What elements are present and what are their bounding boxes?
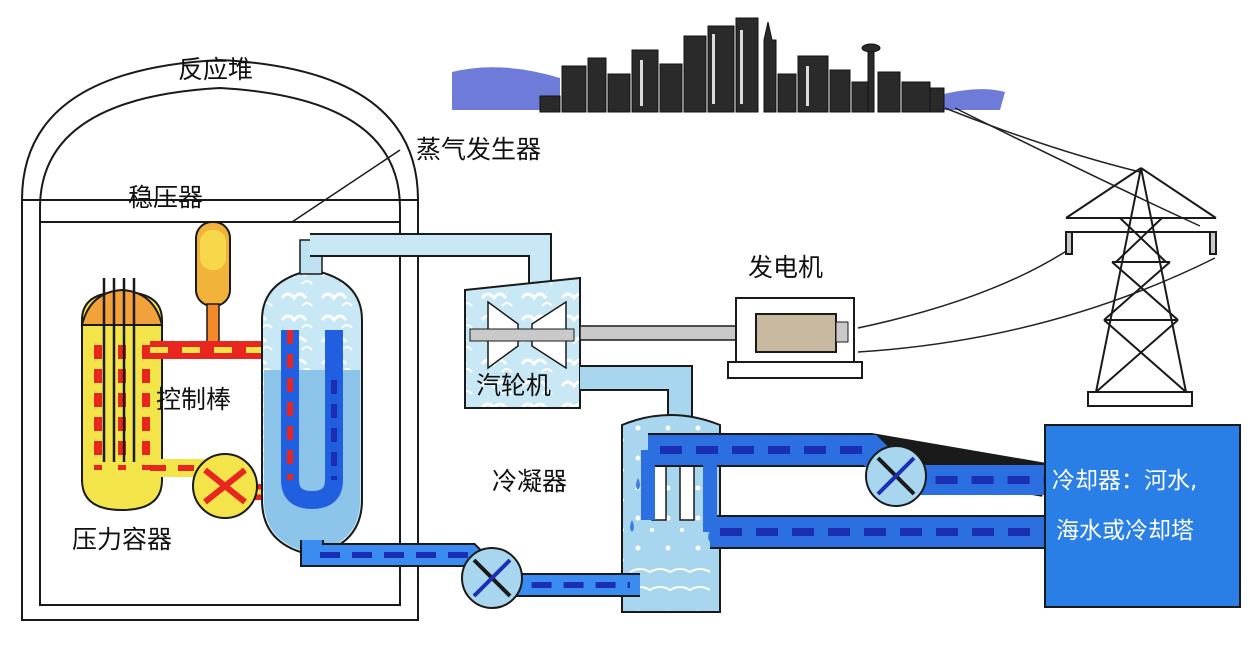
label-turbine: 汽轮机 [476, 371, 551, 400]
transmission-tower [1065, 167, 1217, 407]
turbine [464, 276, 581, 409]
exhaust-line [580, 365, 693, 420]
turbine-shaft [579, 325, 741, 341]
steam-generator [261, 239, 363, 557]
cooler-box [1044, 424, 1241, 608]
label-condenser: 冷凝器 [492, 467, 567, 496]
label-cooler-line1: 冷却器：河水, [1052, 468, 1197, 494]
label-pressurizer: 稳压器 [128, 183, 203, 212]
primary-pump [192, 453, 258, 519]
cooling-pump [865, 445, 927, 507]
pressure-vessel [80, 278, 164, 512]
power-lines [857, 107, 1216, 353]
label-generator: 发电机 [748, 253, 823, 282]
label-steam-generator: 蒸气发生器 [416, 135, 541, 164]
generator [727, 297, 863, 379]
steam-line [310, 233, 552, 285]
label-pressure-vessel: 压力容器 [72, 525, 172, 554]
cooling-loop [641, 433, 1048, 549]
pressurizer [195, 221, 231, 343]
feedwater-pump [461, 547, 523, 609]
label-reactor: 反应堆 [178, 55, 253, 84]
city-skyline [452, 17, 1005, 113]
label-cooler-line2: 海水或冷却塔 [1056, 518, 1194, 544]
label-control-rods: 控制棒 [156, 385, 231, 414]
